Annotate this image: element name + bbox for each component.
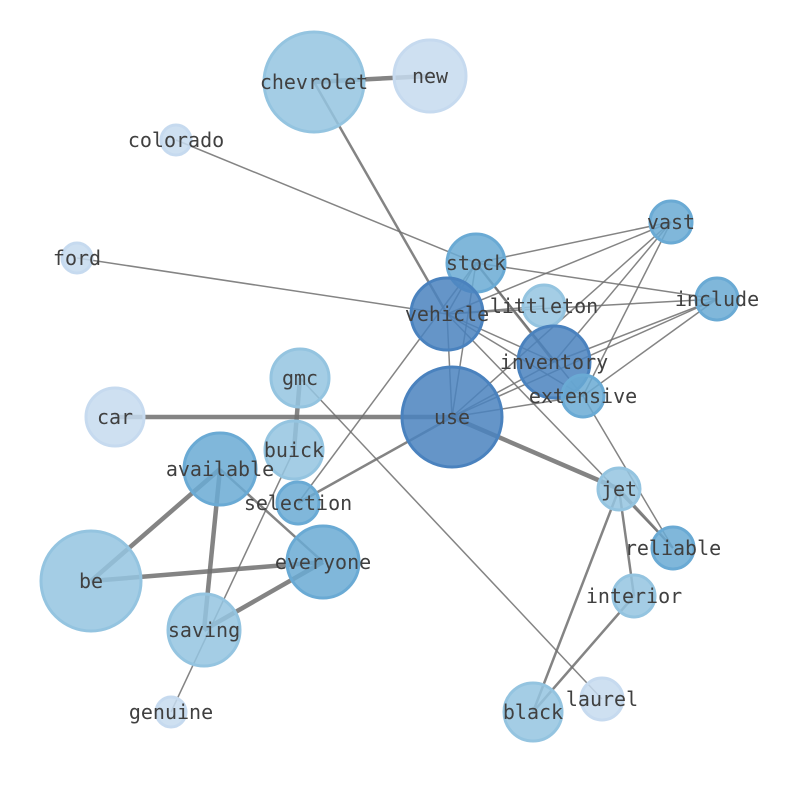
- node-car: [84, 386, 146, 448]
- node-gmc: [269, 347, 331, 409]
- node-available: [182, 431, 258, 507]
- edge-include-extensive: [582, 298, 718, 397]
- node-label-stock: stock: [446, 251, 506, 275]
- node-black: [502, 681, 564, 743]
- node-label-jet: jet: [601, 477, 637, 501]
- edge-stock-include: [475, 262, 718, 300]
- node-label-buick: buick: [264, 438, 324, 462]
- node-label-include: include: [675, 287, 759, 311]
- node-saving: [166, 592, 242, 668]
- node-include: [694, 276, 740, 322]
- node-label-everyone: everyone: [275, 550, 371, 574]
- node-everyone: [285, 524, 361, 600]
- edge-gmc-laurel: [299, 377, 603, 700]
- edge-vast-vehicle: [446, 221, 672, 315]
- edge-jet-black: [531, 488, 621, 713]
- node-jet: [596, 466, 642, 512]
- node-label-inventory: inventory: [500, 350, 608, 374]
- node-reliable: [650, 525, 696, 571]
- node-use: [400, 365, 504, 469]
- node-genuine: [154, 695, 188, 729]
- node-vehicle: [409, 276, 485, 352]
- node-label-chevrolet: chevrolet: [260, 70, 368, 94]
- edge-ford-vehicle: [76, 257, 448, 315]
- node-selection: [275, 480, 321, 526]
- labels-layer: chevrolet new colorado ford vast stock littlet…: [53, 64, 759, 724]
- node-laurel: [579, 676, 625, 722]
- node-buick: [263, 419, 325, 481]
- node-label-saving: saving: [168, 618, 240, 642]
- node-label-be: be: [79, 569, 103, 593]
- node-label-extensive: extensive: [529, 384, 637, 408]
- node-label-genuine: genuine: [129, 700, 213, 724]
- node-label-available: available: [166, 457, 274, 481]
- node-colorado: [159, 123, 193, 157]
- node-label-colorado: colorado: [128, 128, 224, 152]
- node-be: [39, 529, 143, 633]
- edge-vast-extensive: [582, 221, 672, 397]
- node-chevrolet: [262, 30, 366, 134]
- edge-include-vehicle: [446, 298, 718, 315]
- node-label-gmc: gmc: [282, 366, 318, 390]
- node-interior: [611, 573, 657, 619]
- node-label-vast: vast: [647, 210, 695, 234]
- node-label-laurel: laurel: [566, 687, 638, 711]
- node-ford: [60, 241, 94, 275]
- node-label-black: black: [503, 700, 563, 724]
- node-label-selection: selection: [244, 491, 352, 515]
- edge-buick-genuine: [170, 449, 295, 713]
- nodes-layer: [39, 30, 740, 743]
- edge-stock-vast: [475, 221, 672, 264]
- node-new: [392, 38, 468, 114]
- edge-vehicle-reliable: [446, 313, 674, 549]
- node-label-littleton: littleton: [490, 294, 598, 318]
- node-label-new: new: [412, 64, 449, 88]
- node-label-reliable: reliable: [625, 536, 721, 560]
- node-label-ford: ford: [53, 246, 101, 270]
- node-label-car: car: [97, 405, 133, 429]
- node-extensive: [560, 373, 606, 419]
- edge-colorado-stock: [175, 139, 477, 264]
- node-label-interior: interior: [586, 584, 682, 608]
- node-label-vehicle: vehicle: [405, 302, 489, 326]
- node-vast: [648, 199, 694, 245]
- node-label-use: use: [434, 405, 470, 429]
